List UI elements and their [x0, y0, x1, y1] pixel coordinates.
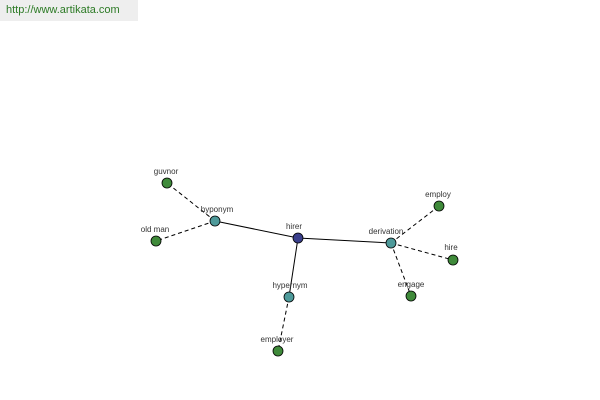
node-label-guvnor: guvnor [154, 167, 179, 176]
edge-derivation-hire [390, 242, 454, 261]
node-label-old-man: old man [141, 225, 169, 234]
node-guvnor[interactable]: guvnor [154, 167, 179, 189]
edge-hirer-derivation [297, 237, 392, 244]
node-marker-hypernym[interactable] [283, 291, 295, 303]
node-label-engage: engage [398, 280, 425, 289]
node-marker-engage[interactable] [405, 290, 417, 302]
node-label-derivation: derivation [369, 227, 404, 236]
node-marker-employer[interactable] [272, 345, 284, 357]
node-engage[interactable]: engage [398, 280, 425, 302]
node-derivation[interactable]: derivation [369, 227, 404, 249]
node-employer[interactable]: employer [261, 335, 294, 357]
node-marker-employ[interactable] [433, 200, 445, 212]
nodes-layer: hirer hyponym hypernym derivation guvnor old … [141, 167, 459, 357]
node-label-hyponym: hyponym [201, 205, 234, 214]
node-old-man[interactable]: old man [141, 225, 169, 247]
edge-hirer-hypernym [288, 237, 299, 298]
edge-hyponym-old-man [155, 220, 216, 242]
node-marker-old-man[interactable] [150, 235, 162, 247]
node-label-hire: hire [444, 243, 458, 252]
edge-hyponym-guvnor [166, 182, 216, 222]
node-employ[interactable]: employ [425, 190, 451, 212]
node-marker-hyponym[interactable] [209, 215, 221, 227]
node-marker-hire[interactable] [447, 254, 459, 266]
node-hirer[interactable]: hirer [286, 222, 304, 244]
node-marker-derivation[interactable] [385, 237, 397, 249]
node-label-employer: employer [261, 335, 294, 344]
node-hyponym[interactable]: hyponym [201, 205, 234, 227]
node-hire[interactable]: hire [444, 243, 459, 266]
node-marker-hirer[interactable] [292, 232, 304, 244]
edges-layer [155, 182, 454, 352]
node-marker-guvnor[interactable] [161, 177, 173, 189]
node-hypernym[interactable]: hypernym [272, 281, 308, 303]
node-label-hirer: hirer [286, 222, 302, 231]
edge-derivation-engage [390, 242, 412, 297]
source-url-link[interactable]: http://www.artikata.com [0, 0, 138, 21]
edge-derivation-employ [390, 205, 440, 244]
node-label-employ: employ [425, 190, 451, 199]
edge-hirer-hyponym [214, 220, 299, 239]
node-label-hypernym: hypernym [272, 281, 307, 290]
edge-hypernym-employer [277, 296, 290, 352]
